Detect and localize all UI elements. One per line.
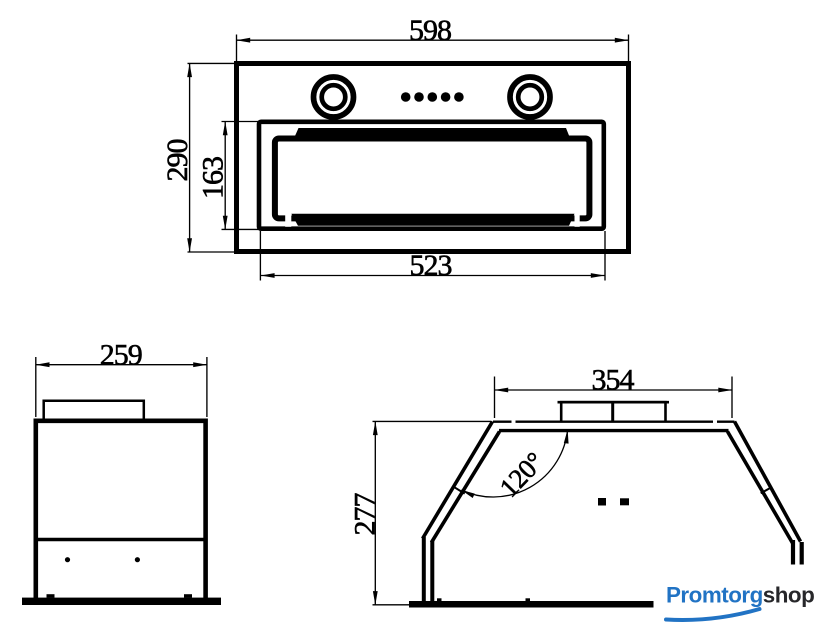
svg-text:259: 259 <box>100 338 142 371</box>
svg-text:598: 598 <box>409 14 451 47</box>
svg-text:120°: 120° <box>494 447 550 503</box>
svg-text:Promtorgshop: Promtorgshop <box>666 582 814 607</box>
svg-text:163: 163 <box>197 157 230 199</box>
svg-text:354: 354 <box>592 363 635 396</box>
svg-text:290: 290 <box>161 140 194 182</box>
svg-text:523: 523 <box>410 249 452 282</box>
svg-text:277: 277 <box>349 493 382 536</box>
